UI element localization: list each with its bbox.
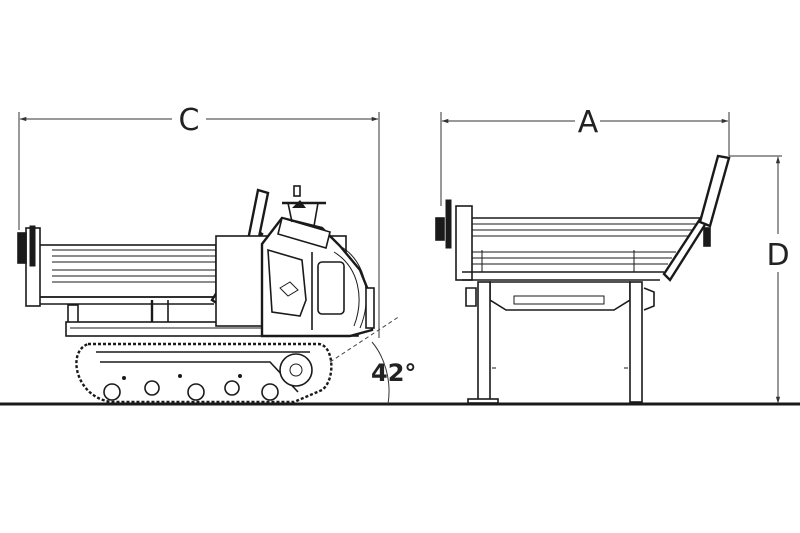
dimension-d: D <box>729 155 790 404</box>
dimension-a: A <box>440 105 730 206</box>
dimension-label-a: A <box>578 105 599 140</box>
angle-label: 42° <box>371 359 416 387</box>
side-view: C <box>17 103 416 405</box>
side-tracks <box>75 342 333 404</box>
dimension-label-c: C <box>179 103 200 138</box>
front-skip <box>435 154 731 282</box>
dimension-c: C <box>18 103 380 338</box>
approach-angle: 42° <box>329 315 416 405</box>
front-view: A D <box>435 105 790 404</box>
side-operator-housing <box>260 185 375 338</box>
front-frame <box>465 281 655 404</box>
dimension-label-d: D <box>766 238 789 273</box>
